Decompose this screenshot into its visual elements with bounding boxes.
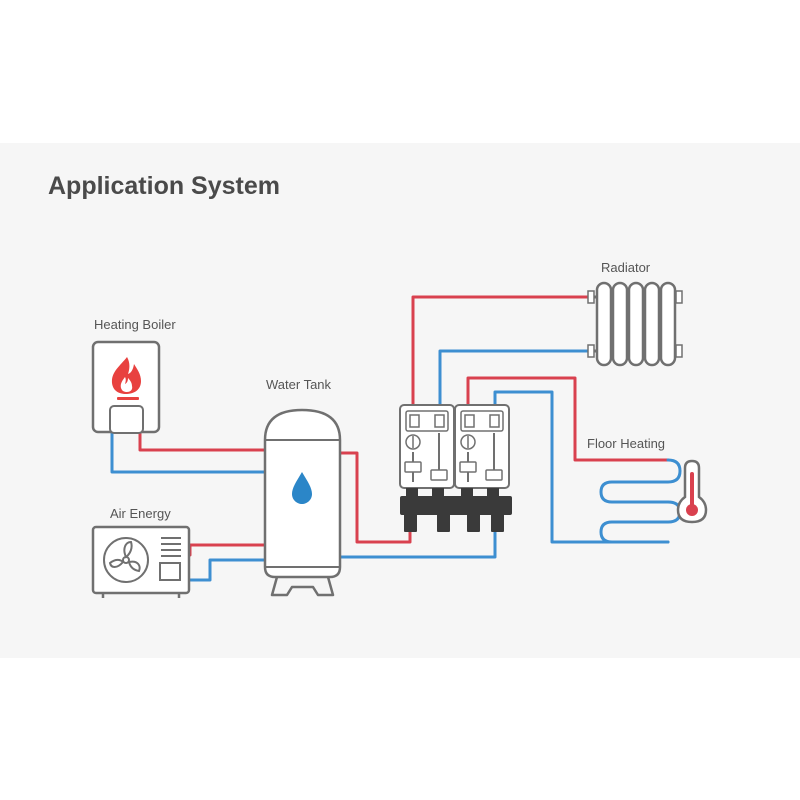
tank-legs xyxy=(270,576,335,597)
water-tank-label: Water Tank xyxy=(266,377,332,392)
air-energy-supply-pipe xyxy=(181,543,267,557)
air-energy-unit xyxy=(91,525,191,598)
air-energy-body xyxy=(91,525,191,595)
radiator-supply-pipe xyxy=(411,295,592,407)
boiler-outlet xyxy=(109,405,144,434)
air-energy-port xyxy=(159,562,181,581)
water-tank xyxy=(263,408,342,597)
thermometer-icon xyxy=(676,459,708,524)
heating-boiler xyxy=(91,340,161,434)
air-energy-label: Air Energy xyxy=(110,506,171,521)
floor-heating-return-pipe xyxy=(493,390,670,544)
floor-heating-supply-pipe xyxy=(466,376,670,462)
heating-boiler-label: Heating Boiler xyxy=(94,317,176,332)
page-title: Application System xyxy=(48,172,280,200)
vent-grille xyxy=(161,537,181,557)
pump-station-right xyxy=(454,404,510,489)
flame-icon xyxy=(111,357,141,400)
water-drop-icon xyxy=(292,472,312,504)
air-energy-return-pipe xyxy=(181,558,267,582)
manifold xyxy=(400,488,512,532)
fan-icon xyxy=(103,537,149,583)
pump-station-left xyxy=(399,404,455,489)
floor-heating-coil xyxy=(599,458,682,544)
radiator-return-pipe xyxy=(438,349,592,407)
boiler-return-pipe xyxy=(110,431,267,474)
floor-heating-label: Floor Heating xyxy=(587,436,665,451)
radiator-label: Radiator xyxy=(601,260,651,275)
boiler-supply-pipe xyxy=(138,431,267,452)
radiator xyxy=(587,281,683,367)
